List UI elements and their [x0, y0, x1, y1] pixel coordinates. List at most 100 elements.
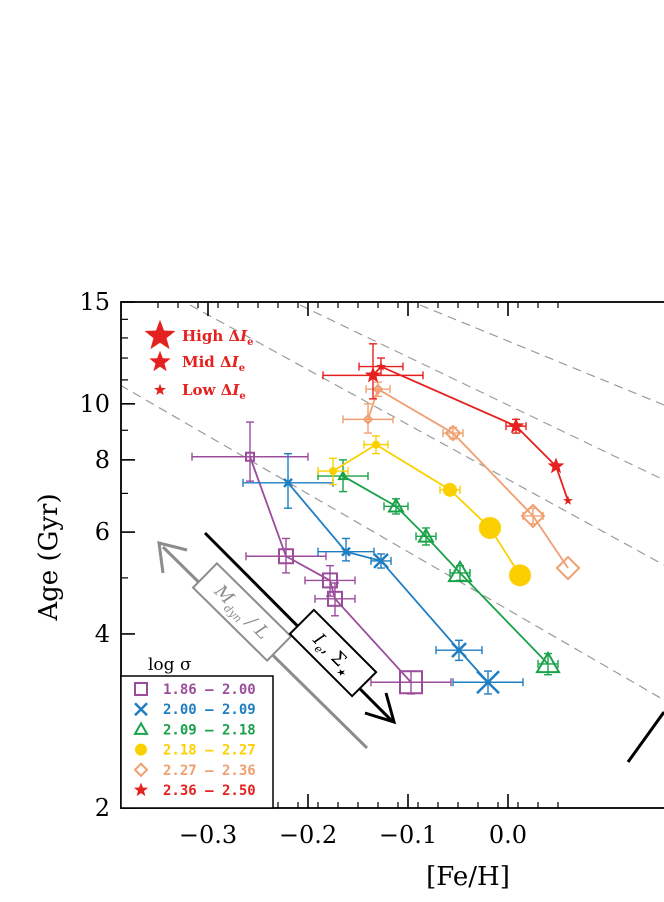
series-star — [322, 343, 573, 505]
data-point — [451, 642, 467, 659]
x-ticks: −0.3 −0.2 −0.1 0.0 — [157, 302, 559, 849]
data-point — [341, 546, 351, 557]
error-bar — [342, 403, 394, 434]
data-point — [563, 495, 573, 505]
data-point — [372, 440, 380, 449]
plot-frame — [120, 301, 664, 809]
data-point — [507, 417, 525, 434]
guide-line — [121, 384, 664, 701]
data-point — [447, 559, 473, 583]
x-tick-label: −0.1 — [379, 821, 437, 849]
size-legend-entry: Mid ΔIe — [149, 350, 245, 374]
y-tick-label: 2 — [95, 794, 110, 822]
series-triangle — [317, 459, 561, 676]
sigma-legend-entry: 1.86 – 2.00 — [134, 682, 256, 698]
sigma-legend-marker — [133, 782, 149, 797]
sigma-legend-label: 2.09 – 2.18 — [163, 722, 256, 738]
data-point — [547, 457, 565, 474]
y-tick-label: 8 — [95, 446, 110, 474]
y-ticks: 2 4 6 8 10 15 — [79, 288, 135, 822]
data-point — [479, 516, 501, 539]
sigma-legend-label: 2.00 – 2.09 — [163, 702, 256, 718]
data-point — [535, 650, 561, 674]
sigma-legend-label: 1.86 – 2.00 — [163, 682, 256, 698]
data-point — [329, 467, 337, 476]
size-legend-star — [144, 319, 176, 350]
data-point — [372, 383, 384, 395]
sigma-legend-entry: 2.36 – 2.50 — [133, 782, 256, 799]
y-axis-title: Age (Gyr) — [34, 493, 64, 621]
guide-line — [419, 304, 664, 406]
sigma-legend-marker — [133, 721, 149, 735]
ie-arrow: Ie, Σ★ — [203, 531, 397, 725]
size-legend-star — [149, 350, 171, 372]
y-tick-label: 4 — [95, 620, 110, 648]
series-line — [367, 387, 569, 569]
guide-line — [189, 304, 664, 566]
data-point — [278, 548, 294, 565]
y-tick-label: 10 — [79, 390, 110, 418]
partial-arrow — [626, 711, 664, 763]
data-point — [399, 670, 423, 695]
trend-arrows: Mdyn / L Ie, Σ★ — [157, 531, 664, 763]
plot-axes: −0.3 −0.2 −0.1 0.0 2 4 6 8 10 15 [Fe/H] Age (Gyr… — [34, 288, 664, 892]
x-tick-label: −0.3 — [179, 821, 237, 849]
data-series — [191, 343, 581, 695]
sigma-legend-marker — [134, 682, 148, 696]
data-point — [509, 564, 531, 587]
sigma-legend-title: log σ — [148, 655, 192, 675]
data-point — [337, 470, 349, 481]
x-tick-label: −0.2 — [279, 821, 337, 849]
data-point — [443, 482, 457, 497]
size-legend-entry: High ΔIe — [144, 319, 254, 350]
data-point — [417, 527, 435, 543]
x-tick-label: 0.0 — [489, 821, 527, 849]
y-tick-label: 6 — [95, 518, 110, 546]
size-legend-label: Mid ΔIe — [182, 353, 245, 374]
sigma-legend-entry: 2.09 – 2.18 — [133, 721, 256, 738]
data-point — [364, 366, 382, 383]
sigma-legend: log σ 1.86 – 2.00 2.00 – 2.09 2.09 – 2.18 2.… — [120, 655, 274, 809]
data-point — [476, 670, 500, 695]
y-tick-label: 15 — [79, 288, 110, 316]
sigma-legend-marker — [134, 702, 148, 717]
data-point — [322, 572, 338, 589]
data-point — [387, 497, 405, 513]
data-point — [444, 424, 462, 442]
error-bar — [314, 582, 356, 617]
data-point — [327, 590, 343, 607]
sigma-legend-label: 2.36 – 2.50 — [163, 783, 256, 799]
data-point — [283, 477, 293, 488]
data-point — [373, 553, 389, 569]
error-bar — [191, 421, 309, 482]
size-legend-entry: Low ΔIe — [154, 381, 246, 402]
error-bar — [370, 670, 452, 695]
series-x — [242, 452, 524, 695]
sigma-legend-marker — [133, 762, 149, 778]
size-legend-label: High ΔIe — [182, 327, 254, 348]
size-legend-star — [154, 383, 166, 396]
error-bar — [245, 537, 327, 574]
data-point — [520, 503, 546, 529]
sigma-legend-marker — [135, 743, 147, 756]
data-point — [245, 451, 255, 462]
diagonal-guide-lines — [121, 304, 664, 701]
guide-line — [299, 304, 664, 481]
sigma-legend-label: 2.18 – 2.27 — [163, 743, 256, 759]
series-diamond — [342, 381, 581, 581]
mdyn-arrow: Mdyn / L — [157, 541, 369, 750]
data-point — [376, 361, 386, 371]
sigma-legend-box — [120, 675, 274, 809]
x-axis-title: [Fe/H] — [426, 862, 510, 892]
series-square — [191, 421, 452, 695]
data-point — [362, 413, 374, 425]
sigma-legend-entry: 2.00 – 2.09 — [134, 702, 256, 718]
size-legend-label: Low ΔIe — [182, 381, 246, 402]
sigma-legend-label: 2.27 – 2.36 — [163, 763, 256, 779]
series-circle — [317, 435, 531, 587]
data-point — [555, 555, 581, 581]
sigma-legend-entry: 2.27 – 2.36 — [133, 762, 256, 779]
series-line — [372, 365, 569, 501]
